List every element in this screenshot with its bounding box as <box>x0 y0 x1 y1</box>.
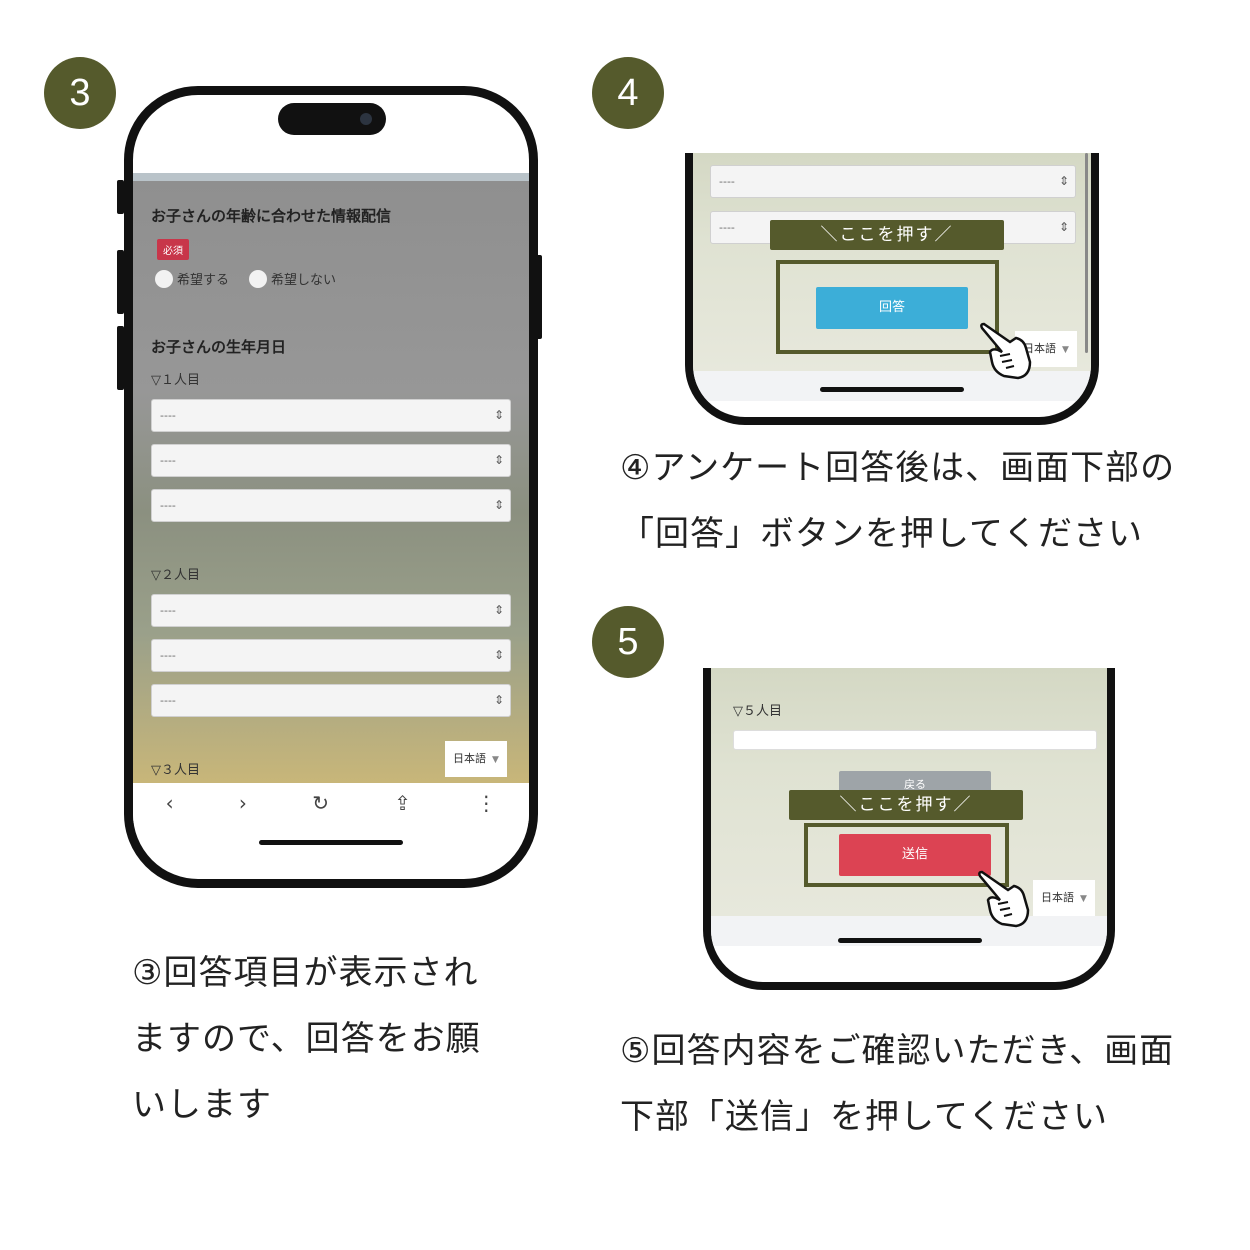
radio-no-wish-label: 希望しない <box>271 273 337 288</box>
select-arrows-icon: ⇕ <box>493 603 504 617</box>
caption-line: ④アンケート回答後は、画面下部の <box>620 448 1176 488</box>
radio-no-wish[interactable]: 希望しない <box>249 269 336 288</box>
text-input-field[interactable] <box>733 730 1097 750</box>
caption-line: 下部「送信」を押してください <box>620 1097 1108 1137</box>
browser-toolbar: ‹ › ↻ ⇪ ⋮ <box>133 783 529 823</box>
select-value: ---- <box>160 454 176 467</box>
language-label: 日本語 <box>1023 342 1056 355</box>
select-value: ---- <box>160 694 176 707</box>
select-arrows-icon: ⇕ <box>493 453 504 467</box>
step-number-3: 3 <box>44 57 116 129</box>
caption-step4: ④アンケート回答後は、画面下部の 「回答」ボタンを押してください <box>620 435 1175 567</box>
select-value: ---- <box>160 604 176 617</box>
select-arrows-icon: ⇕ <box>493 648 504 662</box>
select-arrows-icon: ⇕ <box>1058 220 1069 234</box>
caption-line: ③回答項目が表示され <box>132 953 479 993</box>
person3-label: ▽３人目 <box>151 763 200 778</box>
forward-arrow-icon[interactable]: › <box>238 791 247 815</box>
question-title-info-delivery: お子さんの年齢に合わせた情報配信 <box>151 207 392 225</box>
phone-volume-down <box>117 326 124 390</box>
select-arrows-icon: ⇕ <box>1058 174 1069 188</box>
reload-icon[interactable]: ↻ <box>312 791 329 815</box>
language-label: 日本語 <box>1041 891 1074 904</box>
caption-step3: ③回答項目が表示され ますので、回答をお願 いします <box>132 940 481 1138</box>
language-selector[interactable]: 日本語 ▼ <box>1033 880 1095 916</box>
caption-line: ますので、回答をお願 <box>132 1019 481 1059</box>
select-year-1[interactable]: ---- ⇕ <box>151 399 511 432</box>
radio-wish-label: 希望する <box>177 273 230 288</box>
select-field[interactable]: ---- ⇕ <box>710 165 1076 198</box>
caption-line: ⑤回答内容をご確認いただき、画面 <box>620 1031 1175 1071</box>
submit-button[interactable]: 送信 <box>839 834 991 876</box>
caption-line: 「回答」ボタンを押してください <box>620 514 1143 554</box>
select-value: ---- <box>160 499 176 512</box>
highlight-frame <box>776 260 999 354</box>
language-selector[interactable]: 日本語 ▼ <box>445 741 507 777</box>
caret-down-icon: ▼ <box>1080 894 1087 904</box>
language-label: 日本語 <box>453 752 486 765</box>
select-value: ---- <box>719 221 735 234</box>
select-arrows-icon: ⇕ <box>493 693 504 707</box>
caret-down-icon: ▼ <box>492 755 499 765</box>
step-number-5: 5 <box>592 606 664 678</box>
phone-side-button <box>117 180 124 214</box>
person1-label: ▽１人目 <box>151 373 200 388</box>
pointing-hand-icon <box>978 870 1030 928</box>
step-number-4: 4 <box>592 57 664 129</box>
home-indicator <box>838 938 982 943</box>
home-indicator <box>820 387 964 392</box>
answer-button[interactable]: 回答 <box>816 287 968 329</box>
survey-form-screen: お子さんの年齢に合わせた情報配信 必須 希望する 希望しない お子さんの生年月日… <box>133 181 529 783</box>
person5-label: ▽５人目 <box>733 704 782 719</box>
caption-step5: ⑤回答内容をご確認いただき、画面 下部「送信」を押してください <box>620 1018 1174 1150</box>
select-value: ---- <box>160 409 176 422</box>
radio-circle[interactable] <box>155 269 173 288</box>
phone-step3: お子さんの年齢に合わせた情報配信 必須 希望する 希望しない お子さんの生年月日… <box>124 86 538 888</box>
radio-group: 希望する 希望しない <box>155 269 336 288</box>
required-badge: 必須 <box>157 239 189 260</box>
home-indicator <box>259 840 403 845</box>
select-month-2[interactable]: ---- ⇕ <box>151 639 511 672</box>
phone-power-button <box>535 255 542 339</box>
select-day-2[interactable]: ---- ⇕ <box>151 684 511 717</box>
camera-icon <box>360 113 372 125</box>
screen-top-strip <box>133 173 529 183</box>
radio-wish[interactable]: 希望する <box>155 269 229 288</box>
person2-label: ▽２人目 <box>151 568 200 583</box>
select-arrows-icon: ⇕ <box>493 408 504 422</box>
highlight-frame <box>804 823 1009 887</box>
select-value: ---- <box>160 649 176 662</box>
select-year-2[interactable]: ---- ⇕ <box>151 594 511 627</box>
press-here-label: ＼ここを押す／ <box>789 790 1023 820</box>
select-day-1[interactable]: ---- ⇕ <box>151 489 511 522</box>
select-value: ---- <box>719 175 735 188</box>
select-arrows-icon: ⇕ <box>493 498 504 512</box>
select-month-1[interactable]: ---- ⇕ <box>151 444 511 477</box>
more-menu-icon[interactable]: ⋮ <box>476 791 497 815</box>
phone-volume-up <box>117 250 124 314</box>
scrollbar[interactable] <box>1085 153 1088 353</box>
caption-line: いします <box>132 1085 272 1125</box>
question-title-birthdate: お子さんの生年月日 <box>151 338 287 356</box>
pointing-hand-icon <box>980 322 1032 380</box>
radio-circle[interactable] <box>249 269 268 288</box>
press-here-label: ＼ここを押す／ <box>770 220 1004 250</box>
back-arrow-icon[interactable]: ‹ <box>165 791 174 815</box>
dynamic-island <box>278 103 386 135</box>
share-icon[interactable]: ⇪ <box>394 791 412 815</box>
caret-down-icon: ▼ <box>1062 345 1069 355</box>
